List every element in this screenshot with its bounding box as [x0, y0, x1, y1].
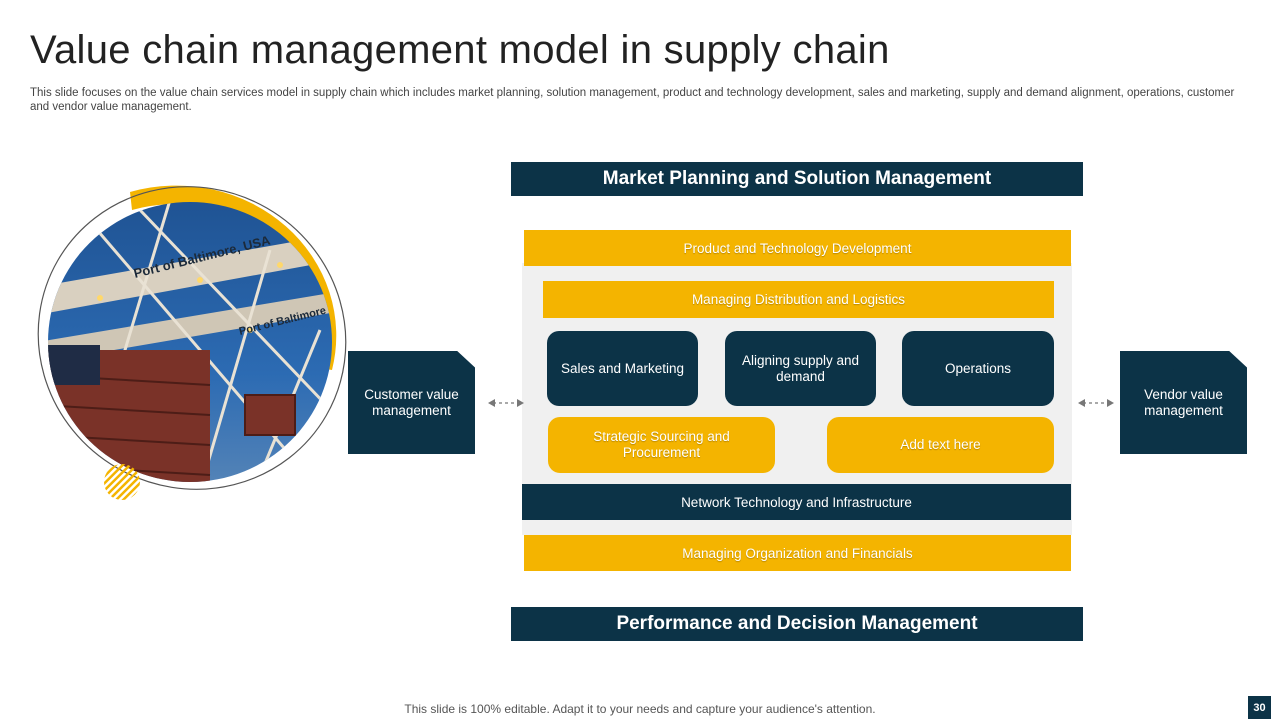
vendor-value-box: Vendor value management	[1120, 351, 1247, 454]
hatch-circle	[104, 464, 140, 500]
footer-note: This slide is 100% editable. Adapt it to…	[404, 702, 876, 716]
sales-marketing-box: Sales and Marketing	[547, 331, 698, 406]
network-bar: Network Technology and Infrastructure	[522, 484, 1071, 520]
vendor-value-label: Vendor value management	[1144, 386, 1223, 418]
add-text-box: Add text here	[827, 417, 1054, 473]
left-double-arrow	[488, 399, 524, 407]
gold-arc	[130, 185, 337, 370]
operations-box: Operations	[902, 331, 1054, 406]
product-tech-bar: Product and Technology Development	[524, 230, 1071, 266]
right-double-arrow	[1078, 399, 1114, 407]
port-crane-photo: Port of Baltimore, USA Port of Baltimore	[37, 185, 347, 500]
market-planning-header: Market Planning and Solution Management	[511, 162, 1083, 196]
slide-title: Value chain management model in supply c…	[30, 28, 890, 72]
aligning-supply-box: Aligning supply and demand	[725, 331, 876, 406]
strategic-sourcing-box: Strategic Sourcing and Procurement	[548, 417, 775, 473]
distribution-bar: Managing Distribution and Logistics	[543, 281, 1054, 318]
page-number: 30	[1248, 696, 1271, 719]
org-financials-bar: Managing Organization and Financials	[524, 535, 1071, 571]
slide-description: This slide focuses on the value chain se…	[30, 87, 1235, 113]
customer-value-label: Customer value management	[364, 386, 459, 418]
customer-value-box: Customer value management	[348, 351, 475, 454]
performance-header: Performance and Decision Management	[511, 607, 1083, 641]
